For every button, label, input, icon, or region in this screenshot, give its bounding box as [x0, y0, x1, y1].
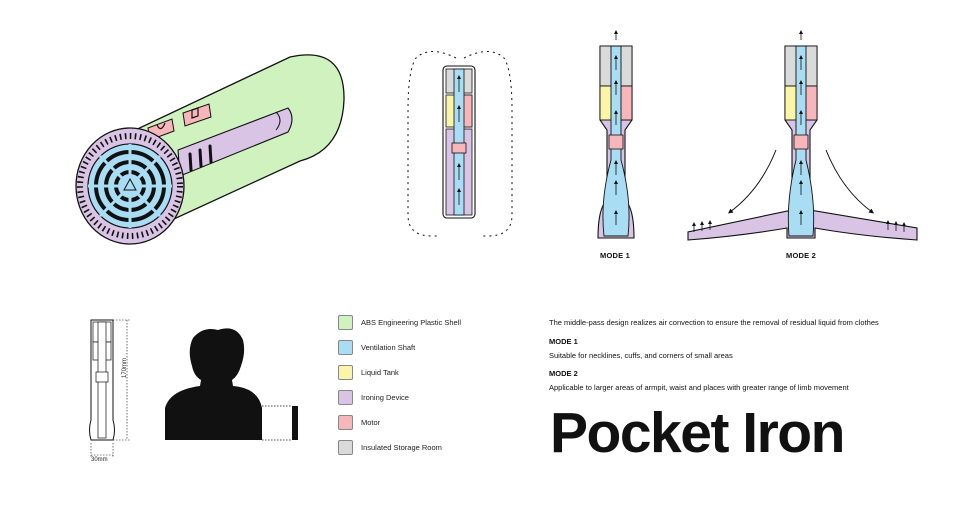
swatch-liquid-tank [338, 364, 353, 380]
product-title: Pocket Iron [550, 401, 845, 465]
legend-label: Insulated Storage Room [361, 442, 442, 452]
mode1-diagram [597, 30, 635, 239]
mode2-caption: MODE 2 [786, 251, 816, 260]
swatch-storage-room [338, 439, 353, 455]
isometric-device [75, 54, 345, 245]
height-dimension: 170mm [122, 357, 128, 378]
airflow-diagram [407, 51, 513, 237]
vent-slots [188, 144, 213, 172]
mode2-text: Applicable to larger areas of armpit, wa… [549, 383, 849, 392]
legend-label: Motor [361, 417, 381, 427]
legend-item: ABS Engineering Plastic Shell [338, 314, 462, 330]
mode2-heading: MODE 2 [549, 369, 578, 378]
legend-label: Liquid Tank [361, 367, 399, 377]
swatch-ironing-device [338, 389, 353, 405]
mode1-caption: MODE 1 [600, 251, 630, 260]
ironing-panel [177, 107, 293, 177]
legend-item: Ventilation Shaft [338, 339, 416, 355]
legend-item: Liquid Tank [338, 364, 399, 380]
swatch-motor [338, 414, 353, 430]
width-dimension: 30mm [91, 457, 108, 463]
legend-item: Motor [338, 414, 381, 430]
legend-label: Ventilation Shaft [361, 342, 416, 352]
mode1-text: Suitable for necklines, cuffs, and corne… [549, 351, 733, 360]
mode1-heading: MODE 1 [549, 337, 578, 346]
legend-item: Ironing Device [338, 389, 409, 405]
human-silhouette [165, 328, 298, 441]
dimension-drawing [89, 319, 130, 458]
swatch-ventilation [338, 339, 353, 355]
legend-label: ABS Engineering Plastic Shell [361, 317, 462, 327]
legend-item: Insulated Storage Room [338, 439, 442, 455]
mode2-diagram [687, 30, 918, 241]
intro-text: The middle-pass design realizes air conv… [549, 318, 879, 327]
legend-label: Ironing Device [361, 392, 409, 402]
swatch-shell [338, 314, 353, 330]
